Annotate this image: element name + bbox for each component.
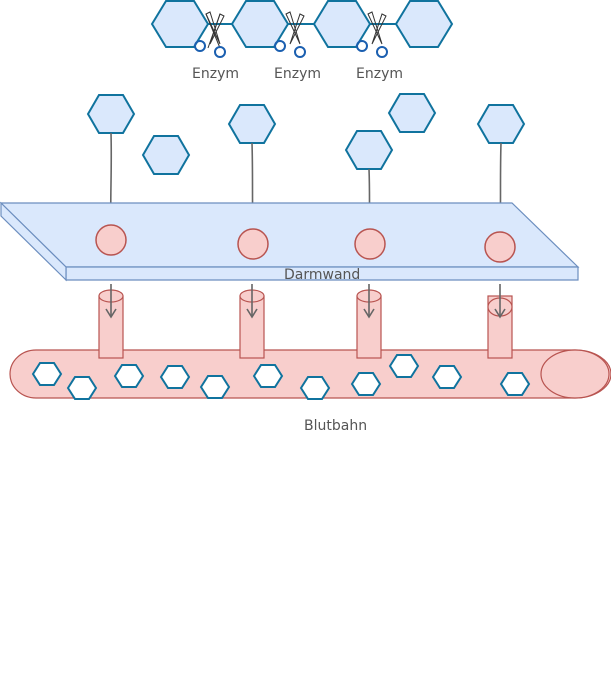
blood-molecule-hexagon-icon xyxy=(66,376,98,400)
carrier-circle xyxy=(354,228,386,260)
blood-molecule-hexagon-icon xyxy=(199,375,231,399)
arrow-down-icon xyxy=(246,284,258,319)
blood-molecule-hexagon-icon xyxy=(159,365,191,389)
blood-molecule-hexagon-icon xyxy=(31,362,63,386)
blood-molecule-hexagon-icon xyxy=(113,364,145,388)
absorption-arrows xyxy=(105,284,506,319)
molecule-hexagon-icon xyxy=(141,135,191,175)
scissors-icon xyxy=(274,11,306,58)
bloodstream-label: Blutbahn xyxy=(304,418,367,434)
wall-left-face xyxy=(0,201,67,282)
blood-molecule-hexagon-icon xyxy=(388,354,420,378)
molecule-hexagon-icon xyxy=(86,94,136,134)
arrow-down-icon xyxy=(363,284,375,319)
blood-molecule-hexagon-icon xyxy=(350,372,382,396)
blood-molecule-hexagon-icon xyxy=(252,364,284,388)
arrow-down-icon xyxy=(494,284,506,319)
blood-molecule-hexagon-icon xyxy=(299,376,331,400)
blood-vessel: Blutbahn xyxy=(9,289,611,434)
carrier-circle xyxy=(95,224,127,256)
enzyme-label: Enzym xyxy=(356,66,403,82)
blood-molecule-hexagon-icon xyxy=(431,365,463,389)
molecule-hexagon-icon xyxy=(476,104,526,144)
scissors-icon xyxy=(356,11,388,58)
scissors-icon xyxy=(194,11,226,58)
molecule-hexagon-icon xyxy=(387,93,437,133)
carrier-circle xyxy=(484,231,516,263)
molecule-hexagon-icon xyxy=(344,130,394,170)
arrow-down-icon xyxy=(105,284,117,319)
chain-hexagon-icon xyxy=(394,0,454,48)
vessel-end xyxy=(540,349,610,399)
carrier-circle xyxy=(237,228,269,260)
intestinal-wall: Darmwand xyxy=(0,201,580,283)
blood-molecule-hexagon-icon xyxy=(499,372,531,396)
enzyme-label: Enzym xyxy=(274,66,321,82)
intestinal-wall-label: Darmwand xyxy=(284,267,360,283)
molecule-chain: Enzym Enzym Enzym xyxy=(150,0,454,82)
molecule-hexagon-icon xyxy=(227,104,277,144)
enzyme-label: Enzym xyxy=(192,66,239,82)
free-molecules xyxy=(86,93,526,175)
